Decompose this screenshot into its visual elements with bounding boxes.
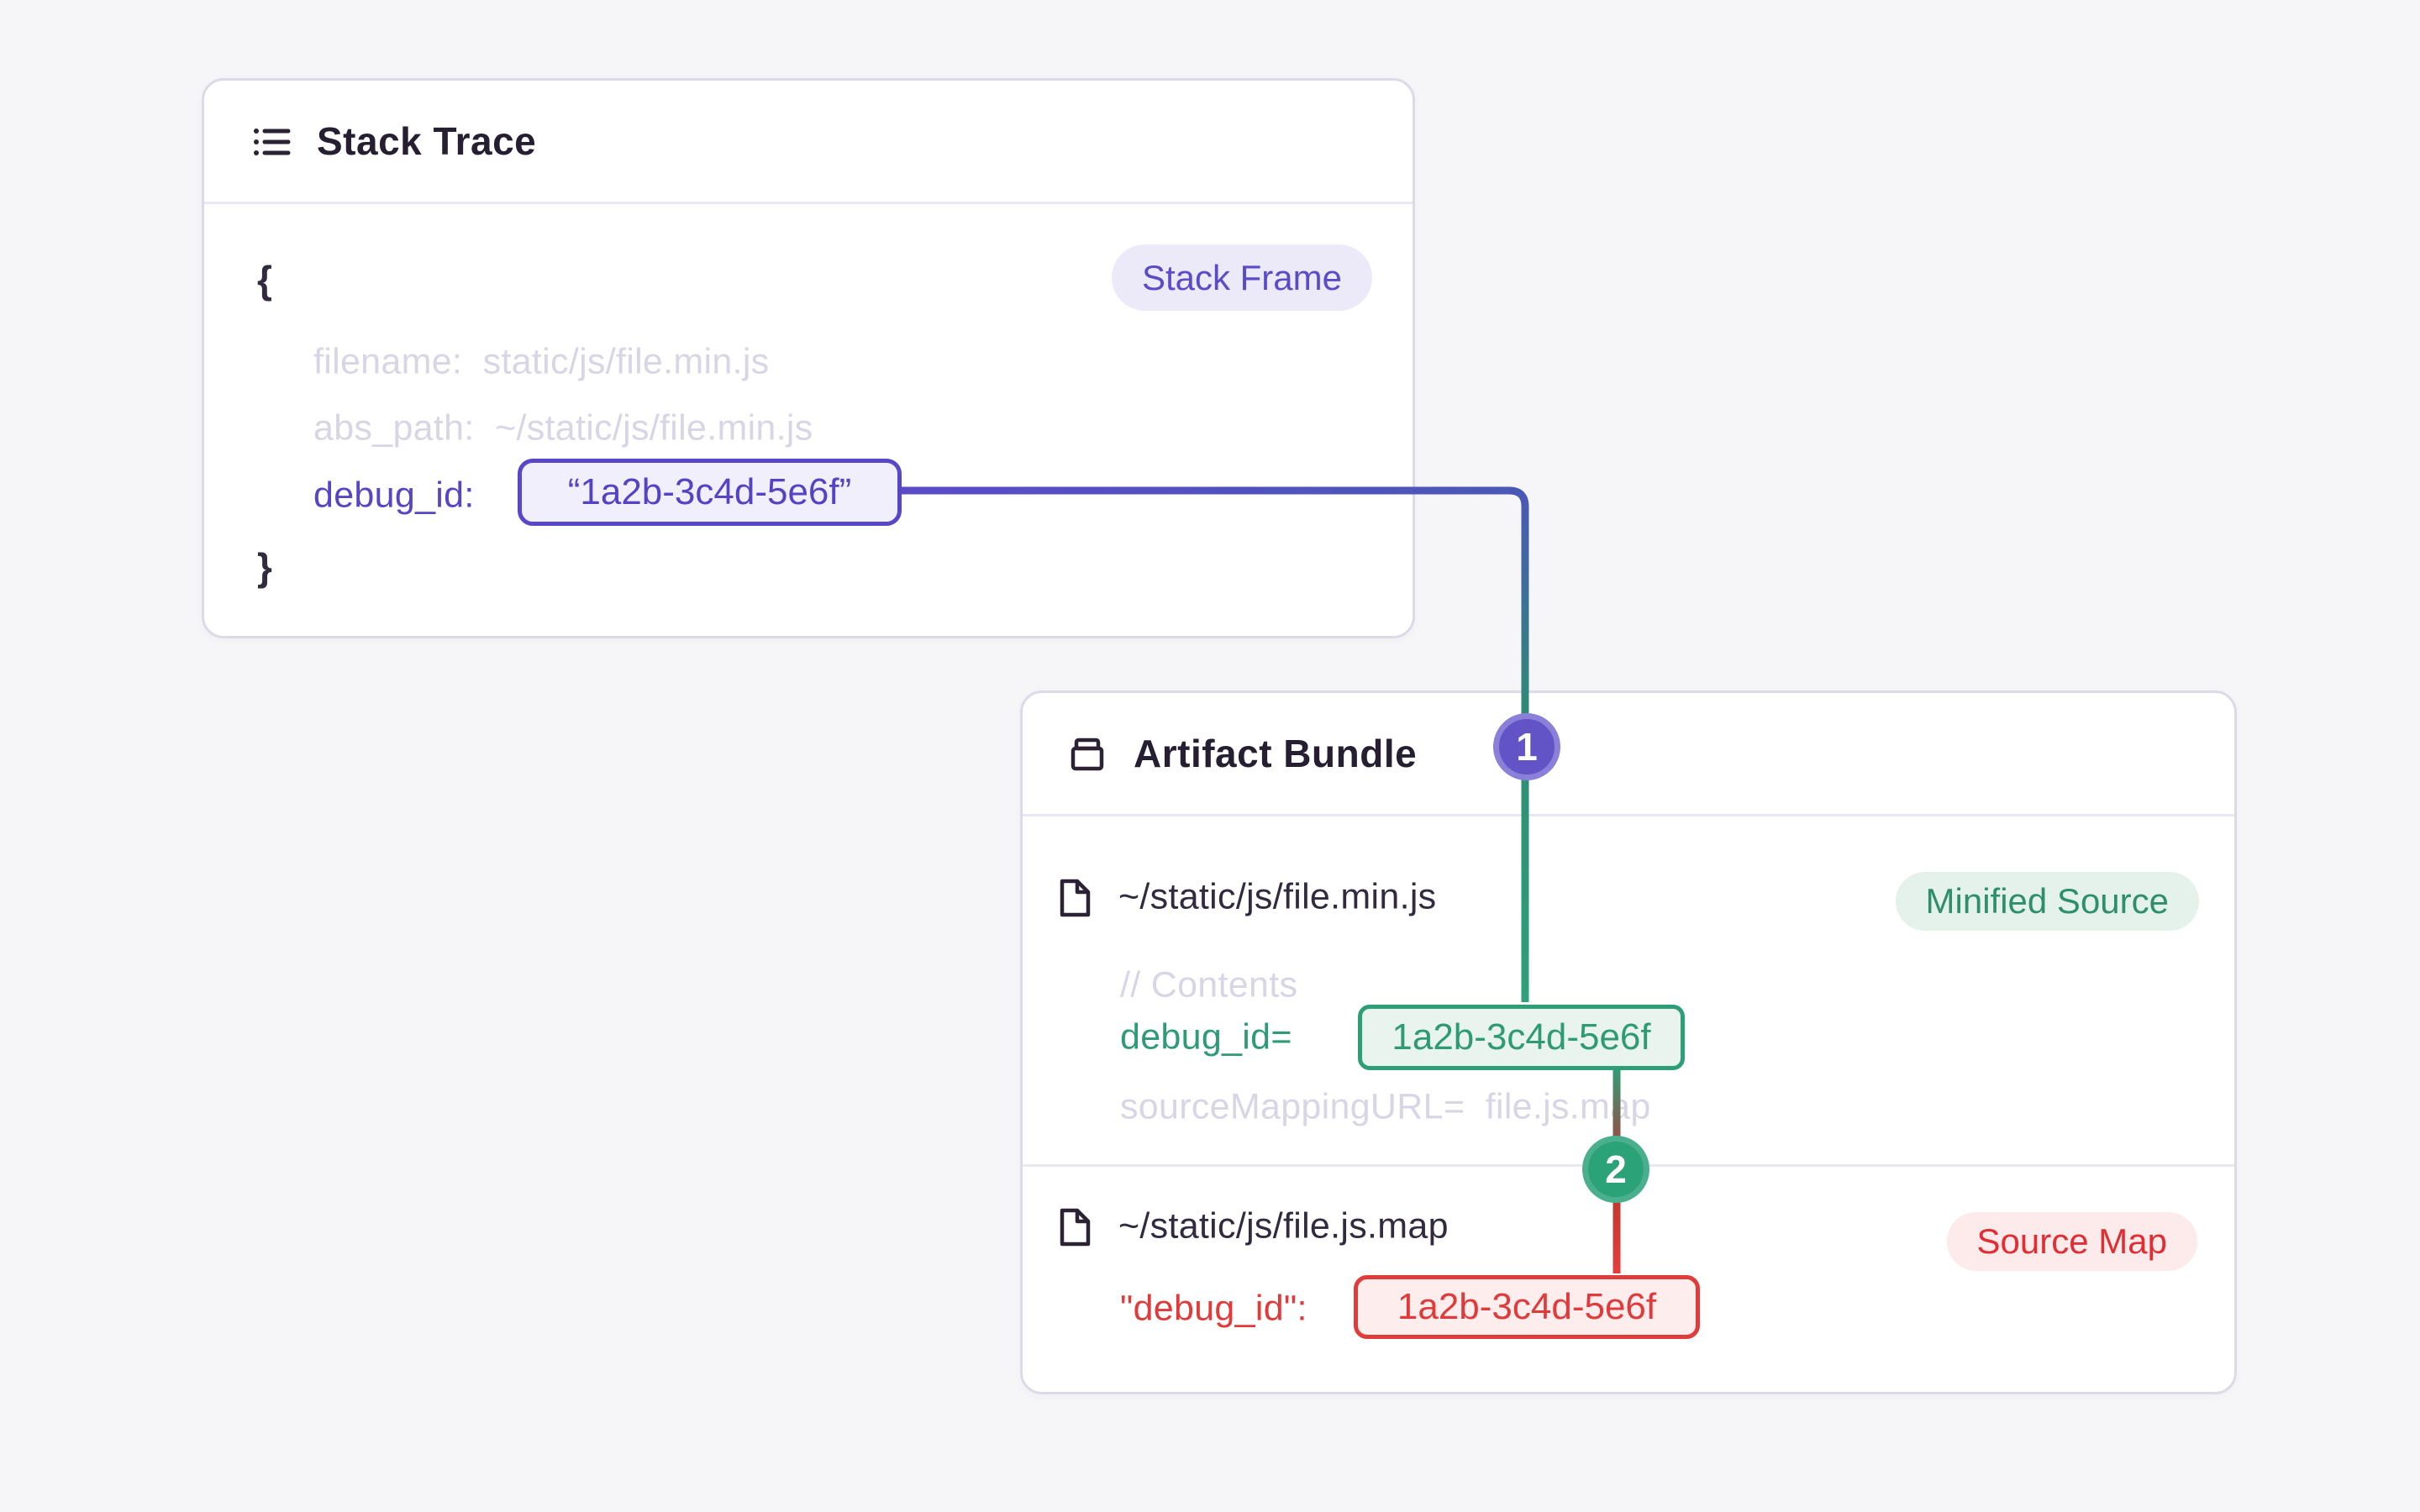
debug-id-value-box: “1a2b-3c4d-5e6f” xyxy=(518,459,902,526)
file-path-js-map: ~/static/js/file.js.map xyxy=(1118,1205,1449,1247)
code-line-filename: filename: static/js/file.min.js xyxy=(313,341,770,382)
artifact-bundle-header: Artifact Bundle xyxy=(1023,693,2234,816)
list-icon xyxy=(254,129,291,155)
code-brace-close: } xyxy=(257,545,273,589)
map-debug-id-label: "debug_id": xyxy=(1120,1288,1307,1329)
stack-trace-card: Stack Trace Stack Frame { filename: stat… xyxy=(202,78,1415,638)
debug-id-label: debug_id: xyxy=(313,475,475,516)
contents-comment: // Contents xyxy=(1120,964,1298,1005)
stack-frame-badge: Stack Frame xyxy=(1111,244,1372,311)
file-path-min-js: ~/static/js/file.min.js xyxy=(1118,876,1437,917)
source-map-badge: Source Map xyxy=(1946,1212,2197,1271)
stack-trace-title: Stack Trace xyxy=(317,119,537,163)
code-line-abs-path: abs_path: ~/static/js/file.min.js xyxy=(313,407,813,449)
map-debug-id-value-box: 1a2b-3c4d-5e6f xyxy=(1354,1275,1700,1339)
artifact-bundle-title: Artifact Bundle xyxy=(1134,732,1418,775)
stack-trace-header: Stack Trace xyxy=(204,81,1413,204)
file-icon xyxy=(1060,879,1091,917)
step-1-marker: 1 xyxy=(1493,713,1560,780)
archive-box-icon xyxy=(1071,738,1104,771)
minified-source-badge: Minified Source xyxy=(1895,872,2199,931)
bundle-debug-id-value-box: 1a2b-3c4d-5e6f xyxy=(1358,1005,1685,1070)
artifact-bundle-card: Artifact Bundle ~/static/js/file.min.js … xyxy=(1020,690,2237,1394)
code-brace-open: { xyxy=(257,258,273,302)
step-2-marker: 2 xyxy=(1582,1136,1649,1203)
bundle-debug-id-label: debug_id= xyxy=(1120,1016,1292,1058)
file-icon xyxy=(1060,1208,1091,1247)
source-mapping-url-line: sourceMappingURL= file.js.map xyxy=(1120,1086,1651,1127)
